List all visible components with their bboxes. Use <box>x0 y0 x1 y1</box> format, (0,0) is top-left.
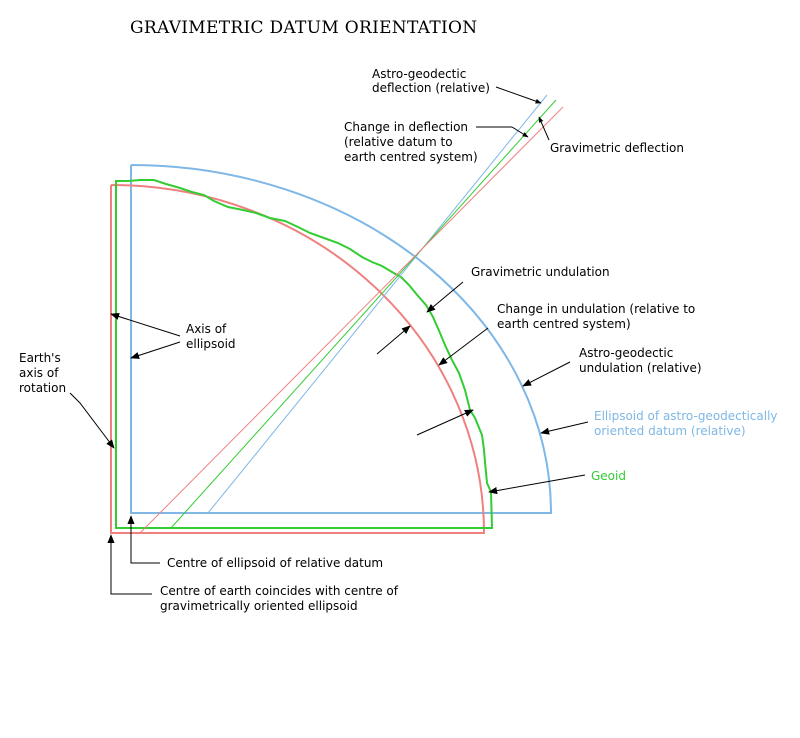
change-undulation-lower-arrow <box>416 409 474 436</box>
earth-axis-arrow <box>69 392 115 449</box>
astro-undulation-arrow <box>522 361 571 387</box>
red-normal-line <box>139 106 564 534</box>
change-undulation-outer-arrow <box>438 327 489 366</box>
blue-normal-line <box>207 94 548 514</box>
grav-deflection-label: Gravimetric deflection <box>550 141 684 155</box>
ellipsoid-astro-arrow <box>540 421 589 435</box>
change-undulation-label: Change in undulation (relative to earth … <box>497 302 699 331</box>
astro-undulation-label: Astro-geodectic undulation (relative) <box>579 346 702 375</box>
grav-undulation-arrow <box>426 281 464 313</box>
astro-deflection-arrow <box>495 86 542 104</box>
geoid-curve <box>115 179 494 529</box>
geoid-label: Geoid <box>591 469 626 483</box>
axis-ellipsoid-arrow-blue <box>130 341 181 359</box>
green-normal-line <box>170 99 557 529</box>
earth-axis-label: Earth's axis of rotation <box>19 351 66 395</box>
astro-geodetic-ellipsoid <box>130 164 553 514</box>
centre-earth-label: Centre of earth coincides with centre of… <box>160 584 402 613</box>
ellipsoid-astro-label: Ellipsoid of astro-geodectically oriente… <box>594 409 781 438</box>
diagram-title: GRAVIMETRIC DATUM ORIENTATION <box>130 18 477 38</box>
change-deflection-arrow-head <box>511 126 529 138</box>
grav-undulation-label: Gravimetric undulation <box>471 265 610 279</box>
gravimetric-ellipsoid <box>110 184 486 534</box>
grav-deflection-arrow <box>538 116 550 141</box>
axis-ellipsoid-label: Axis of ellipsoid <box>186 322 236 351</box>
centre-relative-arrow <box>127 515 160 564</box>
change-undulation-inner-arrow <box>376 325 411 355</box>
astro-deflection-label: Astro-geodectic deflection (relative) <box>372 67 490 95</box>
centre-earth-arrow <box>107 534 152 595</box>
geoid-arrow <box>488 474 586 495</box>
centre-relative-label: Centre of ellipsoid of relative datum <box>167 556 383 570</box>
change-deflection-label: Change in deflection (relative datum to … <box>344 120 478 164</box>
axis-ellipsoid-arrow-red <box>110 313 181 337</box>
